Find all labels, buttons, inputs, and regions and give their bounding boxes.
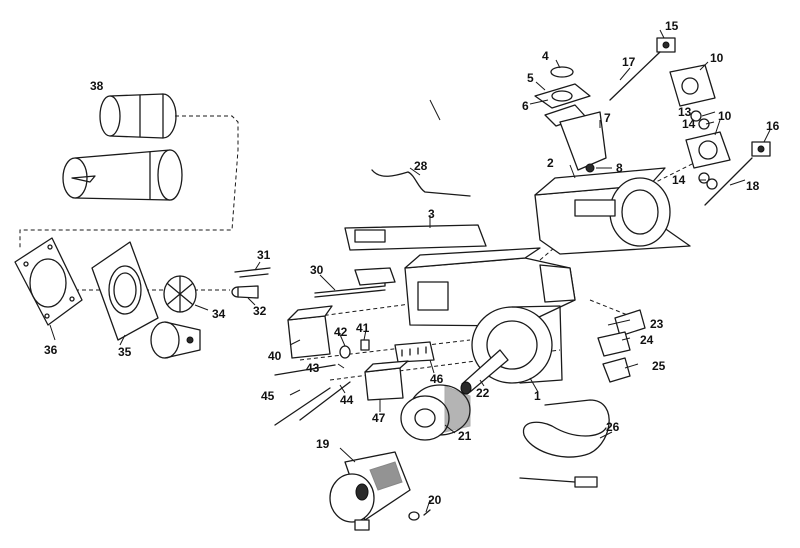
label-21: 21: [458, 429, 472, 443]
part-23-cover: [614, 309, 646, 337]
label-38: 38: [90, 79, 104, 93]
label-20: 20: [428, 493, 442, 507]
label-44: 44: [340, 393, 354, 407]
part-36-mounting-plate: [14, 237, 83, 326]
dash-line-sleeve: [19, 115, 239, 250]
label-14-bottom: 14: [672, 173, 686, 187]
part-34-head: [150, 275, 201, 359]
part-22-shaft: [460, 349, 509, 395]
label-6: 6: [522, 99, 529, 113]
label-41: 41: [356, 321, 370, 335]
part-8-screw: [585, 163, 595, 173]
label-30: 30: [310, 263, 324, 277]
part-21-blower-wheel: [400, 384, 471, 441]
label-22: 22: [476, 386, 490, 400]
part-16-valve: [751, 141, 771, 157]
label-34: 34: [212, 307, 226, 321]
part-18-line: [704, 157, 753, 206]
label-42: 42: [334, 325, 348, 339]
part-31-32-electrodes: [231, 267, 271, 299]
label-46: 46: [430, 372, 444, 386]
label-8: 8: [616, 161, 623, 175]
label-16: 16: [766, 119, 780, 133]
bracket-small: [354, 267, 396, 286]
part-4-7-plates: [534, 66, 607, 171]
part-25-bracket: [602, 357, 631, 383]
burner-housing: [404, 247, 576, 327]
part-15-valve: [656, 37, 676, 53]
part-10-motor-pump: [685, 131, 731, 169]
label-3: 3: [428, 207, 435, 221]
label-10: 10: [718, 109, 732, 123]
part-46-terminal-block: [394, 341, 435, 363]
label-43: 43: [306, 361, 320, 375]
blast-tube: [62, 149, 183, 201]
label-36: 36: [44, 343, 58, 357]
part-35-flange: [91, 241, 159, 341]
part-26-oil-hose: [519, 399, 610, 488]
label-9: 10: [710, 51, 724, 65]
label-24: 24: [640, 333, 654, 347]
part-9-pump: [669, 64, 716, 107]
part-47-control-box: [364, 360, 409, 401]
label-26: 26: [606, 420, 620, 434]
part-19-motor: [329, 451, 411, 531]
part-20-clip: [408, 509, 431, 521]
label-14-top: 14: [682, 117, 696, 131]
label-18: 18: [746, 179, 760, 193]
label-40: 40: [268, 349, 282, 363]
label-35: 35: [118, 345, 132, 359]
label-13: 13: [678, 105, 692, 119]
label-31: 31: [257, 248, 271, 262]
label-25: 25: [652, 359, 666, 373]
part-3-plate: [344, 224, 487, 251]
label-19: 19: [316, 437, 330, 451]
label-17: 17: [622, 55, 636, 69]
part-41-42-clips: [339, 339, 370, 359]
label-28: 28: [414, 159, 428, 173]
label-4: 4: [542, 49, 549, 63]
label-1: 1: [534, 389, 541, 403]
part-24-bracket: [597, 331, 631, 357]
label-5: 5: [527, 71, 534, 85]
leader-lines: [49, 29, 771, 513]
label-2: 2: [547, 156, 554, 170]
part-38-sleeve: [99, 93, 177, 139]
label-45: 45: [261, 389, 275, 403]
label-15: 15: [665, 19, 679, 33]
part-17-line: [609, 51, 661, 101]
part-28-cable: [371, 169, 471, 197]
label-23: 23: [650, 317, 664, 331]
part-2-cover: [534, 167, 691, 255]
label-32: 32: [253, 304, 267, 318]
part-40-transformer: [287, 305, 333, 359]
label-47: 47: [372, 411, 386, 425]
label-7: 7: [604, 111, 611, 125]
